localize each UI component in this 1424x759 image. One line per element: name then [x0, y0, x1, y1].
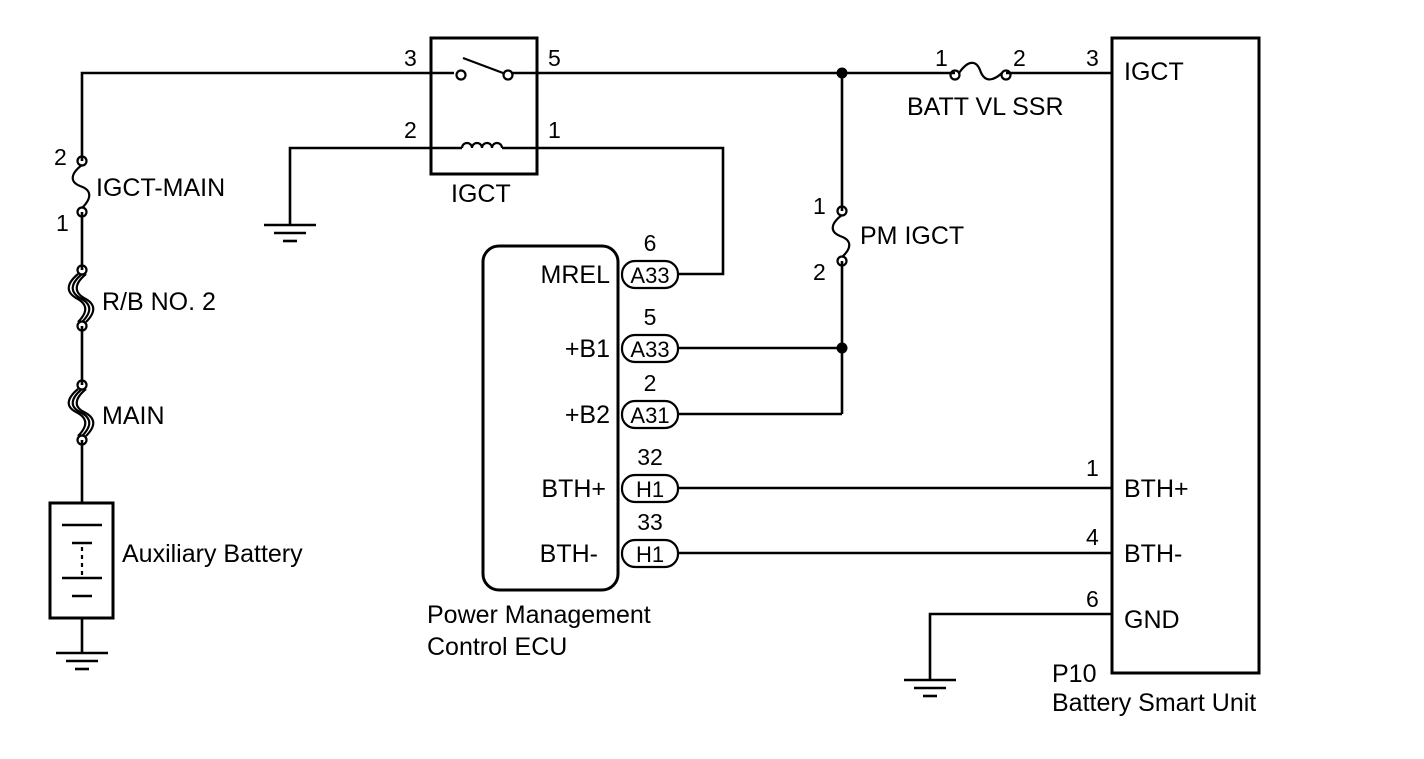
relay-pin-1: 1 — [548, 117, 561, 143]
ecu-terminal-name: +B2 — [565, 401, 610, 429]
ground-icon — [904, 678, 956, 698]
rb-no2-label: R/B NO. 2 — [102, 288, 216, 316]
bsu-pin-number: 6 — [1086, 586, 1099, 612]
relay-coil — [460, 141, 504, 149]
ecu-connector-id: A31 — [630, 403, 669, 428]
ecu-terminal-name: BTH+ — [541, 475, 606, 503]
main-fusible-link-symbol — [71, 388, 91, 437]
ecu-terminal-name: +B1 — [565, 335, 610, 363]
pm-ecu-box — [481, 244, 620, 592]
igct-main-pin-1: 1 — [56, 210, 69, 236]
rb-no2-fusible-link-symbol — [75, 273, 95, 323]
igct-main-fuse-symbol — [71, 164, 91, 209]
ecu-pin-number: 6 — [644, 230, 657, 256]
junction-dot — [836, 67, 848, 79]
bsu-code: P10 — [1052, 660, 1096, 688]
main-fuse-label: MAIN — [102, 402, 165, 430]
fuse-terminal — [949, 69, 961, 81]
pm-igct-label: PM IGCT — [860, 222, 964, 250]
bsu-terminal-name: GND — [1124, 606, 1180, 634]
pm-ecu-label-line1: Power Management — [427, 601, 651, 629]
ecu-pin-number: 33 — [637, 509, 663, 535]
ssr-pin-2: 2 — [1013, 45, 1026, 71]
relay-pin-5: 5 — [548, 45, 561, 71]
ecu-connector — [620, 399, 680, 430]
aux-battery-box — [48, 501, 115, 620]
ground-icon — [56, 651, 108, 671]
rb-no2-fusible-link-symbol — [67, 273, 87, 323]
pm-igct-pin-2: 2 — [813, 259, 826, 285]
bsu-label: Battery Smart Unit — [1052, 689, 1256, 717]
relay-switch-blade — [462, 56, 504, 75]
bsu-pin-number: 1 — [1086, 455, 1099, 481]
ecu-connector-id: H1 — [636, 477, 664, 502]
pm-ecu-label-line2: Control ECU — [427, 633, 567, 661]
igct-relay-box — [429, 36, 539, 176]
junction-dot — [836, 342, 848, 354]
bsu-pin-number: 4 — [1086, 524, 1099, 550]
aux-battery-label: Auxiliary Battery — [122, 540, 303, 568]
rb-no2-fusible-link-symbol — [71, 273, 91, 323]
ground-icon — [264, 223, 316, 243]
ecu-pin-number: 32 — [637, 444, 663, 470]
wire-coil-ground — [288, 146, 462, 225]
relay-contact — [455, 69, 467, 81]
bsu-pin-number: 3 — [1086, 45, 1099, 71]
main-fusible-link-symbol — [67, 388, 87, 437]
bsu-terminal-name: BTH+ — [1124, 475, 1189, 503]
relay-contact — [502, 69, 514, 81]
relay-label: IGCT — [451, 180, 511, 208]
ecu-pin-number: 5 — [644, 304, 657, 330]
wire-coil-mrel — [502, 146, 725, 276]
bsu-terminal-name: IGCT — [1124, 58, 1184, 86]
relay-pin-3: 3 — [404, 45, 417, 71]
ecu-pin-number: 2 — [644, 370, 657, 396]
ecu-connector-id: A33 — [630, 337, 669, 362]
ecu-connector — [620, 259, 680, 290]
ssr-pin-1: 1 — [935, 45, 948, 71]
wire-bsu-gnd — [928, 612, 1112, 680]
relay-pin-2: 2 — [404, 117, 417, 143]
battery-smart-unit-box — [1110, 36, 1261, 675]
ecu-connector — [620, 333, 680, 364]
ecu-terminal-name: BTH- — [540, 540, 598, 568]
batt-vl-ssr-label: BATT VL SSR — [907, 93, 1064, 121]
fuse-terminal — [1000, 69, 1012, 81]
wire-igct-main-to-relay — [80, 71, 454, 161]
igct-main-label: IGCT-MAIN — [96, 174, 225, 202]
ecu-connector-id: A33 — [630, 263, 669, 288]
ecu-connector — [620, 473, 680, 504]
pm-igct-pin-1: 1 — [813, 193, 826, 219]
pm-igct-fuse-symbol — [831, 214, 851, 258]
batt-vl-ssr-fuse-symbol — [958, 61, 1003, 81]
main-fusible-link-symbol — [75, 388, 95, 437]
ecu-connector — [620, 538, 680, 569]
bsu-terminal-name: BTH- — [1124, 540, 1182, 568]
igct-main-pin-2: 2 — [54, 144, 67, 170]
ecu-terminal-name: MREL — [541, 261, 611, 289]
ecu-connector-id: H1 — [636, 542, 664, 567]
